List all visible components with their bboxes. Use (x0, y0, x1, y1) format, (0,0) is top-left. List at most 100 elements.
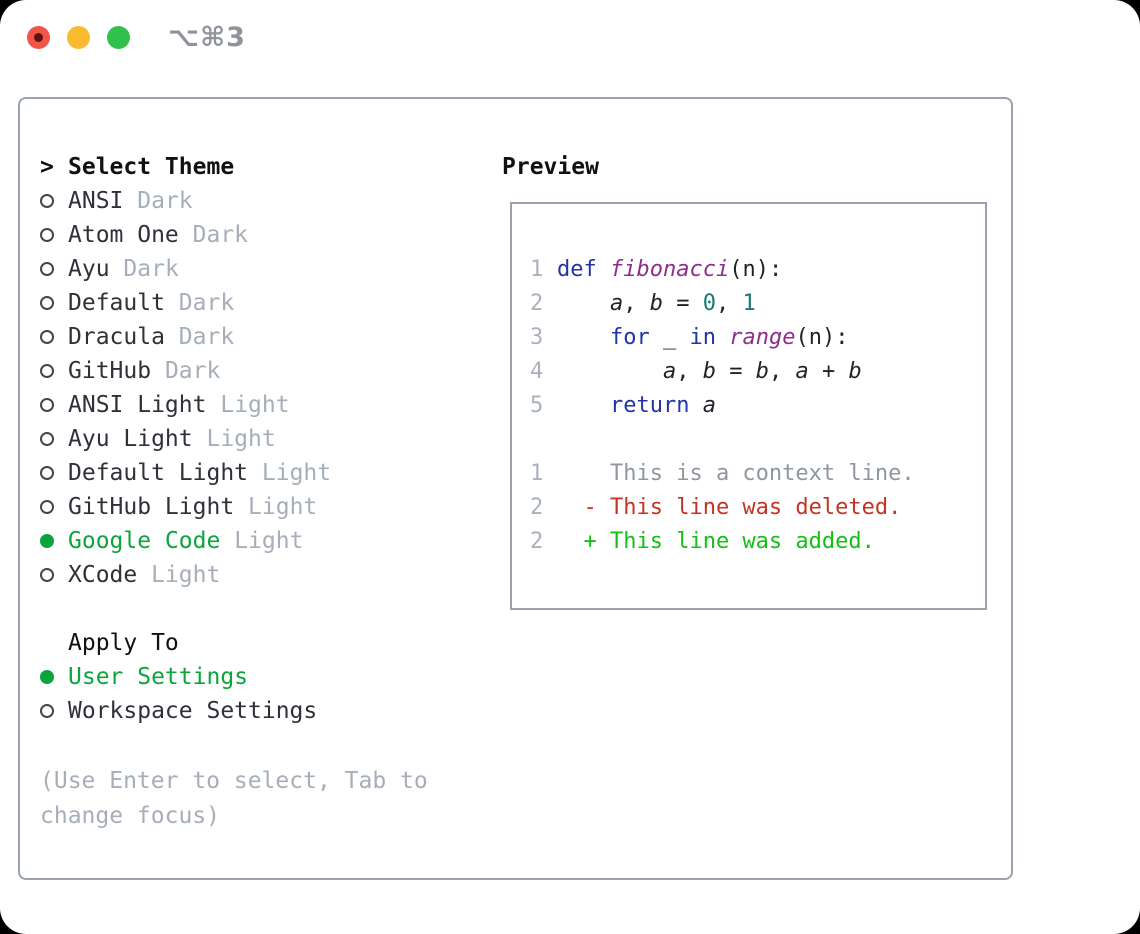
option-label: ANSI Dark (68, 188, 193, 214)
theme-variant-tag: Dark (137, 188, 193, 214)
minimize-button[interactable] (67, 26, 90, 49)
code-line: 2 - This line was deleted. (530, 490, 985, 524)
line-number: 4 (530, 358, 544, 384)
prompt-cursor-icon: > (40, 154, 54, 180)
code-text: for _ in range(n): (609, 324, 849, 350)
radio-icon (40, 296, 68, 310)
code-text: a, b = b, a + b (662, 358, 862, 384)
theme-option-dracula[interactable]: Dracula Dark (40, 320, 490, 354)
radio-icon (40, 228, 68, 242)
theme-option-ayu[interactable]: Ayu Dark (40, 252, 490, 286)
line-number: 5 (530, 392, 544, 418)
radio-icon (40, 500, 68, 514)
zoom-button[interactable] (107, 26, 130, 49)
radio-icon (40, 194, 68, 208)
apply-to-title: Apply To (68, 630, 179, 656)
code-text: - This line was deleted. (557, 494, 902, 520)
line-number: 1 (530, 256, 544, 282)
code-text: + This line was added. (557, 528, 875, 554)
option-label: GitHub Dark (68, 358, 221, 384)
line-number: 2 (530, 528, 544, 554)
code-line (530, 422, 985, 456)
radio-icon (40, 568, 68, 582)
code-line: 1 def fibonacci(n): (530, 252, 985, 286)
apply-option-user-settings[interactable]: User Settings (40, 660, 490, 694)
apply-option-workspace-settings[interactable]: Workspace Settings (40, 694, 490, 728)
theme-variant-tag: Light (234, 528, 304, 554)
line-number: 2 (530, 290, 544, 316)
radio-icon (40, 432, 68, 446)
theme-variant-tag: Light (206, 426, 276, 452)
radio-selected-icon (40, 534, 68, 548)
code-text: def fibonacci(n): (557, 256, 783, 282)
close-button[interactable] (27, 26, 50, 49)
keyboard-hint: (Use Enter to select, Tab to change focu… (40, 768, 428, 829)
theme-option-github[interactable]: GitHub Dark (40, 354, 490, 388)
code-line: 2 a, b = 0, 1 (530, 286, 985, 320)
theme-option-github-light[interactable]: GitHub Light Light (40, 490, 490, 524)
option-label: XCode Light (68, 562, 221, 588)
theme-option-ansi-light[interactable]: ANSI Light Light (40, 388, 490, 422)
theme-variant-tag: Dark (192, 222, 249, 248)
theme-option-xcode[interactable]: XCode Light (40, 558, 490, 592)
window-title: ⌥⌘3 (168, 22, 246, 53)
radio-icon (40, 398, 68, 412)
radio-icon (40, 330, 68, 344)
theme-variant-tag: Dark (178, 324, 235, 350)
radio-icon (40, 364, 68, 378)
select-theme-title: Select Theme (68, 154, 235, 180)
theme-option-google-code[interactable]: Google Code Light (40, 524, 490, 558)
code-line: 2 + This line was added. (530, 524, 985, 558)
theme-variant-tag: Dark (123, 256, 179, 282)
theme-variant-tag: Light (220, 392, 290, 418)
theme-variant-tag: Light (261, 460, 332, 486)
theme-option-default[interactable]: Default Dark (40, 286, 490, 320)
option-label: Atom One Dark (68, 222, 249, 248)
preview-title: Preview (502, 154, 599, 180)
radio-icon (40, 704, 68, 718)
code-line: 1 This is a context line. (530, 456, 985, 490)
traffic-lights (27, 26, 130, 49)
radio-icon (40, 262, 68, 276)
option-label: Google Code Light (68, 528, 304, 554)
radio-selected-icon (40, 670, 68, 684)
theme-option-ansi[interactable]: ANSI Dark (40, 184, 490, 218)
theme-option-atom-one[interactable]: Atom One Dark (40, 218, 490, 252)
code-text: a, b = 0, 1 (609, 290, 756, 316)
apply-to-header: Apply To (40, 626, 490, 660)
option-label: Ayu Light Light (68, 426, 276, 452)
theme-option-ayu-light[interactable]: Ayu Light Light (40, 422, 490, 456)
theme-option-default-light[interactable]: Default Light Light (40, 456, 490, 490)
option-label: User Settings (68, 664, 249, 690)
option-label: GitHub Light Light (68, 494, 318, 520)
record-dot-icon (34, 33, 43, 42)
code-line: 4 a, b = b, a + b (530, 354, 985, 388)
option-label: Workspace Settings (68, 698, 318, 724)
code-line: 3 for _ in range(n): (530, 320, 985, 354)
code-text: return a (609, 392, 716, 418)
option-label: Default Dark (68, 290, 235, 316)
option-label: Default Light Light (68, 460, 332, 486)
option-label: Ayu Dark (68, 256, 179, 282)
select-theme-header: > Select Theme (40, 150, 490, 184)
code-line: 5 return a (530, 388, 985, 422)
theme-variant-tag: Light (248, 494, 318, 520)
code-text: This is a context line. (557, 460, 915, 486)
line-number: 1 (530, 460, 544, 486)
theme-variant-tag: Dark (178, 290, 235, 316)
theme-variant-tag: Dark (164, 358, 221, 384)
line-number: 3 (530, 324, 544, 350)
theme-variant-tag: Light (151, 562, 221, 588)
radio-icon (40, 466, 68, 480)
gap (40, 592, 490, 626)
line-number: 2 (530, 494, 544, 520)
titlebar: ⌥⌘3 (0, 0, 1140, 97)
option-label: ANSI Light Light (68, 392, 290, 418)
option-label: Dracula Dark (68, 324, 235, 350)
